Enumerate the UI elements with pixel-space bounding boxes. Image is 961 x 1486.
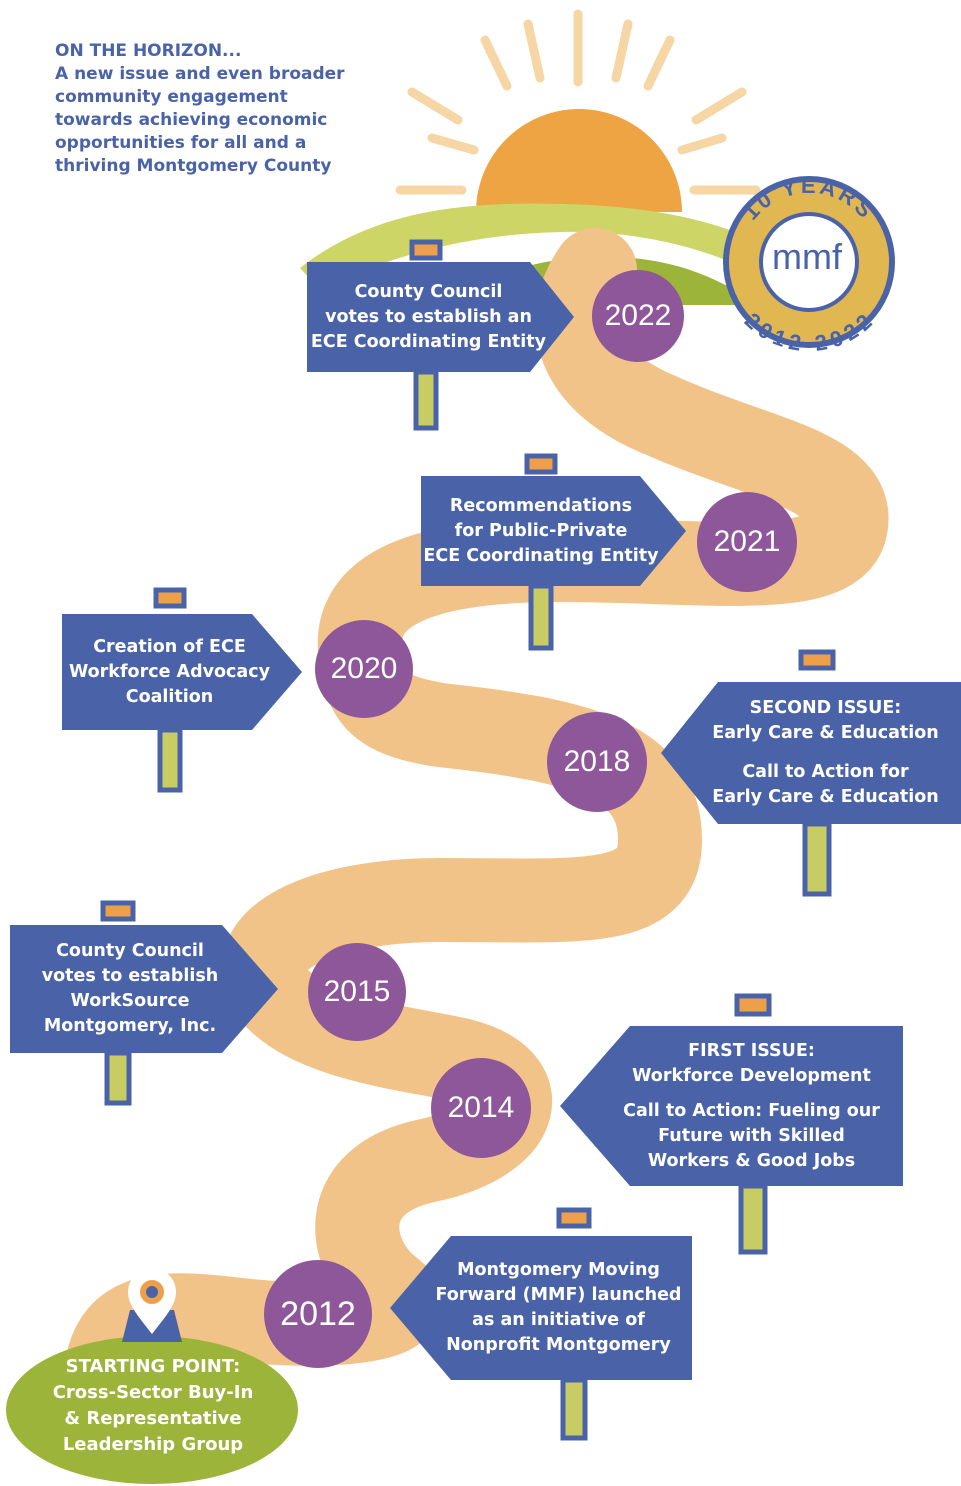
sign-posts [100,239,836,1441]
sign-line: County Council [354,281,503,302]
year-2012: 2012 [264,1260,372,1368]
sign-line: Forward (MMF) launched [435,1285,682,1305]
sign-line: Coalition [125,686,214,707]
sign-line: Workers & Good Jobs [647,1150,856,1171]
sign-line: Nonprofit Montgomery [446,1335,671,1355]
start-line: & Representative [64,1408,242,1429]
sign-line: Call to Action: Fueling our [623,1100,880,1121]
sign-line: WorkSource [70,991,190,1011]
horizon-line: thriving Montgomery County [55,156,332,176]
sign-line: Early Care & Education [712,787,939,807]
sign-line: for Public-Private [454,520,628,541]
year-2021: 2021 [697,492,797,592]
sign-line: Recommendations [449,495,633,516]
sign-2018: SECOND ISSUE: Early Care & Education Cal… [690,682,961,824]
sign-line: votes to establish an [325,306,532,327]
year-2015: 2015 [308,943,406,1041]
year-2014: 2014 [431,1058,531,1158]
horizon-line: A new issue and even broader [55,64,345,84]
sign-2014: FIRST ISSUE: Workforce Development Call … [600,1026,903,1186]
sign-line: Early Care & Education [712,723,939,743]
year-2018: 2018 [547,712,647,812]
road [63,228,889,1422]
sign-line: Creation of ECE [93,636,246,657]
hill-back [300,203,820,300]
sign-2020: Creation of ECE Workforce Advocacy Coali… [62,614,277,730]
sign-line: Workforce Development [632,1065,871,1086]
horizon-line: ON THE HORIZON... [55,41,242,61]
horizon-line: opportunities for all and a [55,133,307,153]
starting-point: STARTING POINT: Cross-Sector Buy-In & Re… [8,1350,298,1462]
start-line: STARTING POINT: [65,1356,241,1377]
map-pin-icon [122,1268,182,1342]
sign-line: Call to Action for [742,762,909,782]
sign-2015: County Council votes to establish WorkSo… [10,925,250,1053]
horizon-text: ON THE HORIZON... A new issue and even b… [55,40,385,178]
sign-line: ECE Coordinating Entity [423,545,659,566]
sign-line: SECOND ISSUE: [749,698,902,718]
sign-boards [10,262,961,1380]
sun-rays [395,9,761,195]
sign-2012: Montgomery Moving Forward (MMF) launched… [425,1236,692,1380]
horizon-line: towards achieving economic [55,110,328,130]
sign-line: votes to establish [41,966,219,986]
year-2022: 2022 [592,270,684,362]
sign-line: ECE Coordinating Entity [310,331,547,352]
anniversary-badge: 10 YEARS 2012-2022 [723,173,895,356]
year-2020: 2020 [315,620,413,718]
sun [476,109,682,212]
sign-line: as an initiative of [472,1310,645,1330]
badge-logo: mmf [772,236,842,277]
start-ellipse [6,1336,298,1484]
sign-line: FIRST ISSUE: [688,1040,815,1061]
sign-line: Montgomery Moving [457,1260,660,1280]
horizon-line: community engagement [55,87,288,107]
sign-line: Workforce Advocacy [68,661,271,682]
sign-2022: County Council votes to establish an ECE… [307,262,550,372]
sign-2021: Recommendations for Public-Private ECE C… [421,476,661,586]
start-line: Cross-Sector Buy-In [52,1382,254,1403]
sign-line: Future with Skilled [658,1125,845,1146]
sign-line: County Council [56,941,204,961]
sign-line: Montgomery, Inc. [43,1016,217,1036]
start-line: Leadership Group [62,1434,244,1455]
